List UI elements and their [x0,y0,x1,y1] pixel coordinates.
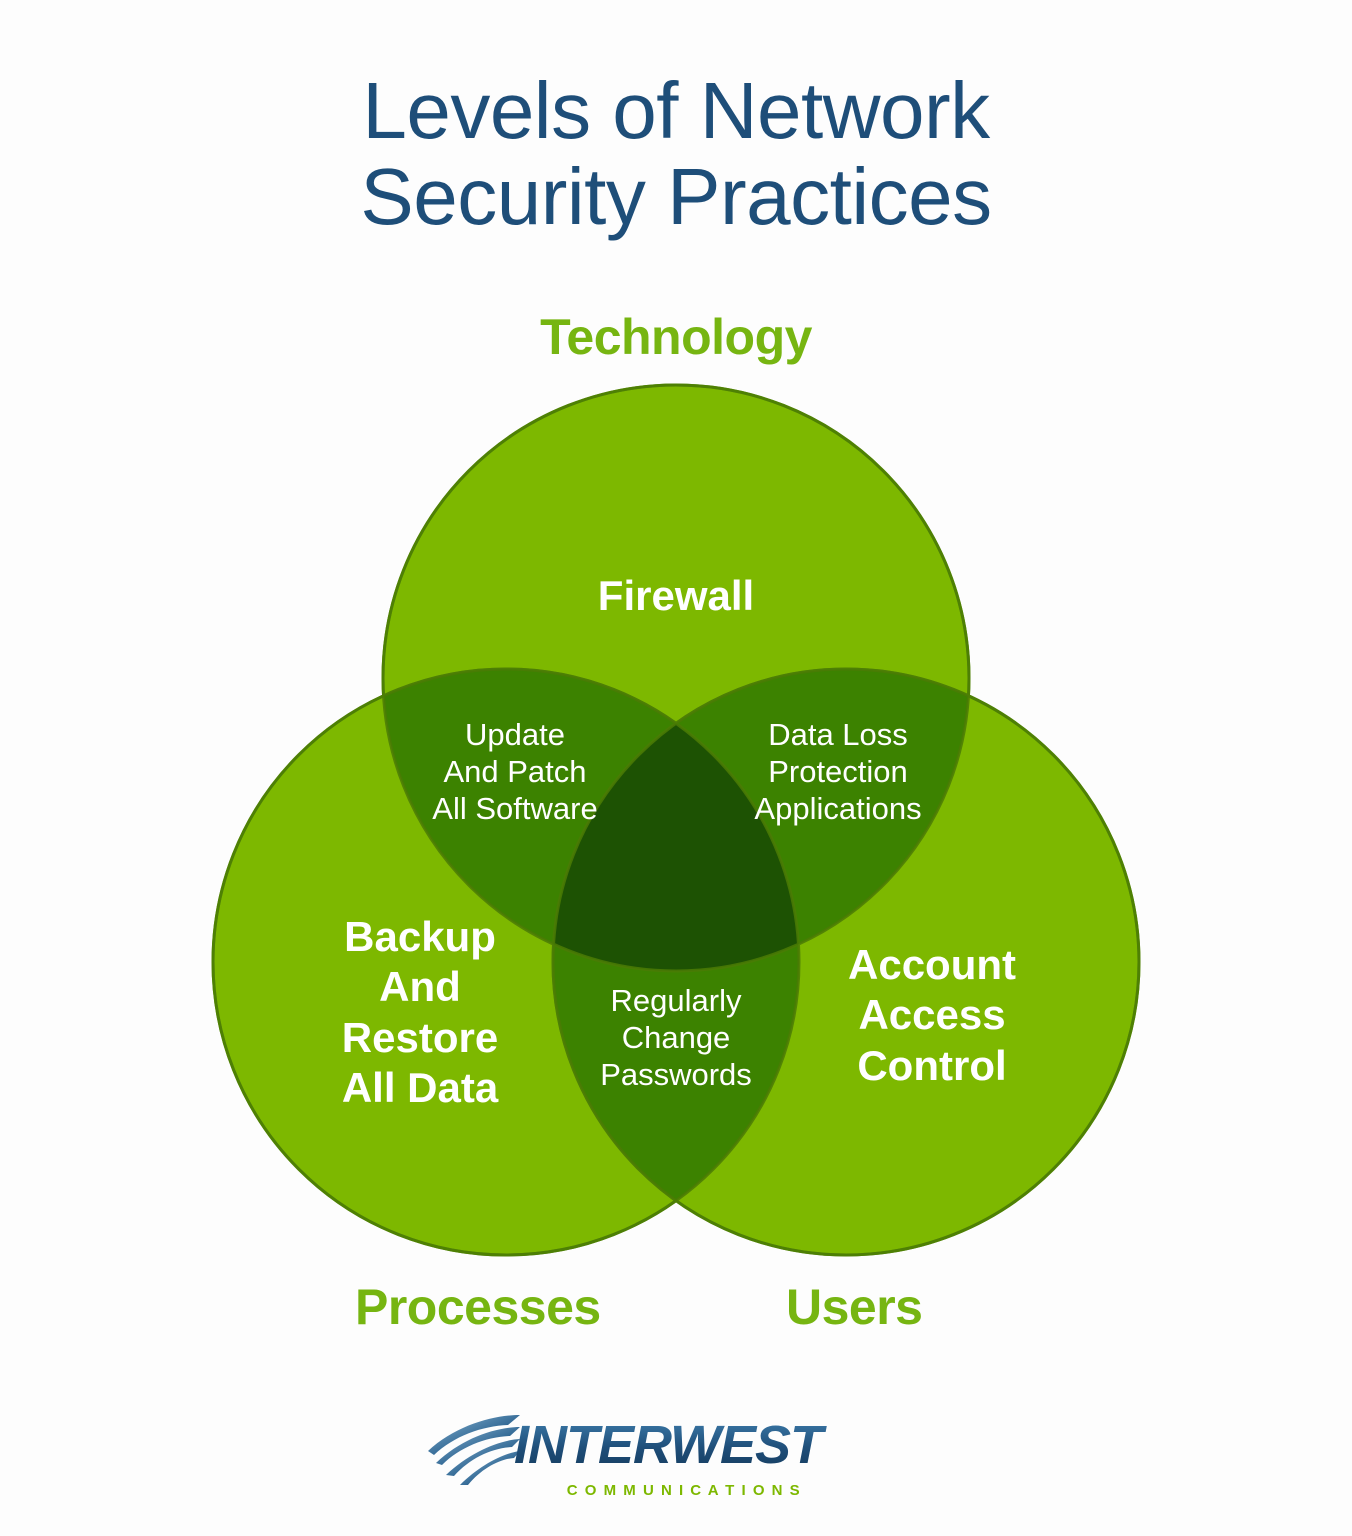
title-line-1: Levels of Network [362,66,990,155]
venn-caption-users: Users [786,1279,923,1335]
title-line-2: Security Practices [360,152,992,242]
page-title: Levels of Network Security Practices [0,66,1352,242]
logo-tagline: C O M M U N I C A T I O N S [567,1482,801,1499]
venn-outlines [211,383,1141,1257]
interwest-logo-svg: INTERWEST C O M M U N I C A T I O N S [428,1415,828,1499]
venn-caption-processes: Processes [355,1279,601,1335]
logo-wordmark: INTERWEST [514,1415,827,1475]
venn-caption-technology: Technology [540,309,812,365]
logo-swoosh-icon [428,1415,520,1485]
company-logo: INTERWEST C O M M U N I C A T I O N S [0,1405,1352,1520]
